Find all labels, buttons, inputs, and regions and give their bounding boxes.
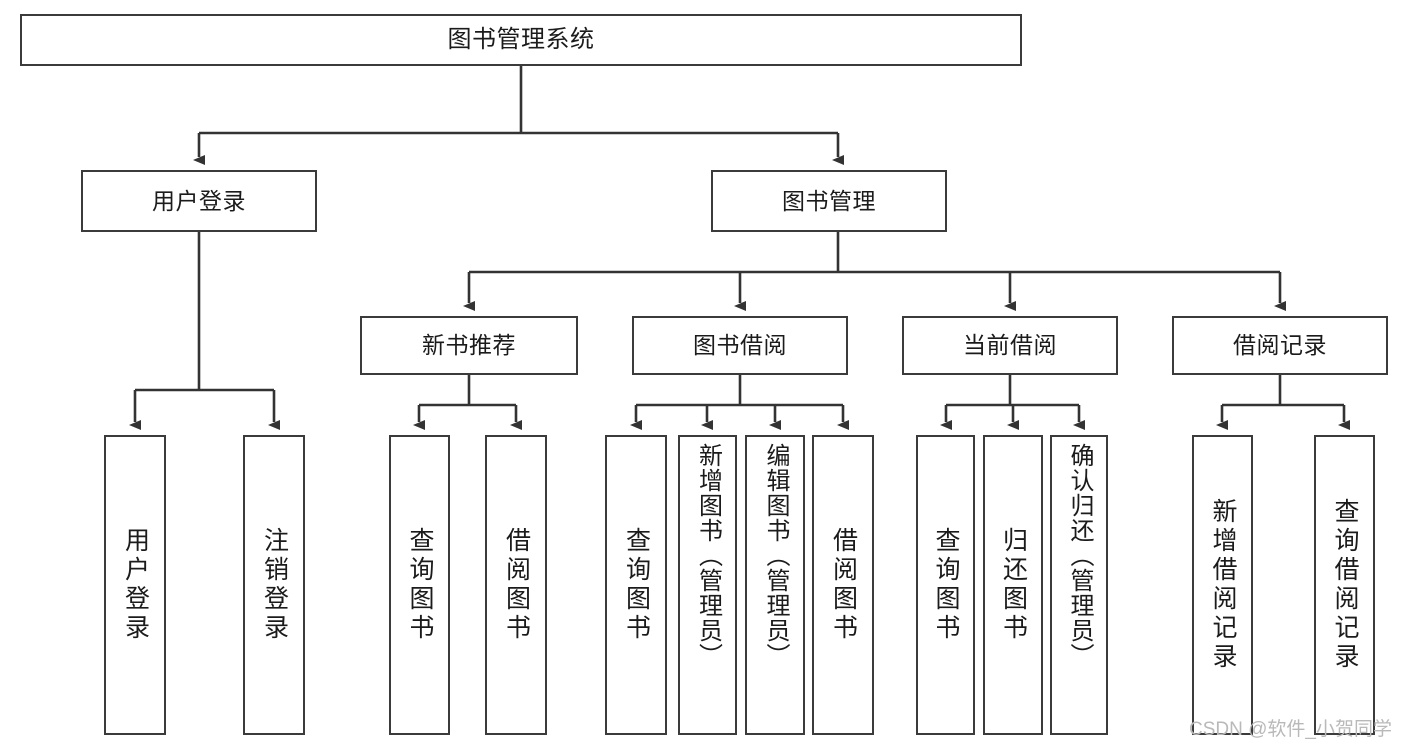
node-current-borrow[interactable]: 当前借阅 [902,316,1118,375]
leaf-new-book-query-book[interactable]: 查询图书 [389,435,450,735]
node-label: 查询借阅记录 [1331,498,1359,672]
leaf-new-book-borrow-book[interactable]: 借阅图书 [485,435,547,735]
node-label: 查询图书 [932,527,960,643]
leaf-borrow-record-add-record[interactable]: 新增借阅记录 [1192,435,1253,735]
node-label: 新增图书（管理员） [694,443,722,668]
node-label: 用户登录 [152,187,246,214]
node-book-management[interactable]: 图书管理 [711,170,947,232]
node-new-book-recommend[interactable]: 新书推荐 [360,316,578,375]
node-label: 用户登录 [121,527,150,643]
node-label: 借阅图书 [502,527,531,643]
node-label: 确认归还（管理员） [1066,443,1093,668]
leaf-user-login-logout[interactable]: 注销登录 [243,435,305,735]
node-user-login[interactable]: 用户登录 [81,170,317,232]
node-label: 归还图书 [999,527,1028,643]
node-book-management-system[interactable]: 图书管理系统 [20,14,1022,66]
leaf-book-borrow-edit-book-admin[interactable]: 编辑图书（管理员） [745,435,805,735]
node-label: 借阅图书 [829,527,858,643]
node-label: 图书管理系统 [447,26,595,54]
node-book-borrow[interactable]: 图书借阅 [632,316,848,375]
node-label: 图书借阅 [693,332,787,359]
csdn-watermark: CSDN @软件_小贺同学 [1189,719,1392,740]
node-label: 新书推荐 [422,332,516,359]
node-label: 注销登录 [260,527,289,643]
node-label: 当前借阅 [963,332,1057,359]
leaf-current-borrow-return-book[interactable]: 归还图书 [983,435,1043,735]
node-label: 新增借阅记录 [1209,498,1237,672]
node-borrow-record[interactable]: 借阅记录 [1172,316,1388,375]
node-label: 查询图书 [622,527,651,643]
leaf-borrow-record-query-record[interactable]: 查询借阅记录 [1314,435,1375,735]
leaf-user-login-login[interactable]: 用户登录 [104,435,166,735]
leaf-current-borrow-confirm-return-admin[interactable]: 确认归还（管理员） [1050,435,1108,735]
node-label: 编辑图书（管理员） [762,443,789,668]
node-label: 查询图书 [406,527,434,643]
leaf-current-borrow-query-book[interactable]: 查询图书 [916,435,975,735]
leaf-book-borrow-borrow-book[interactable]: 借阅图书 [812,435,874,735]
leaf-book-borrow-add-book-admin[interactable]: 新增图书（管理员） [678,435,737,735]
node-label: 图书管理 [782,187,876,214]
leaf-book-borrow-query-book[interactable]: 查询图书 [605,435,667,735]
node-label: 借阅记录 [1233,332,1327,359]
